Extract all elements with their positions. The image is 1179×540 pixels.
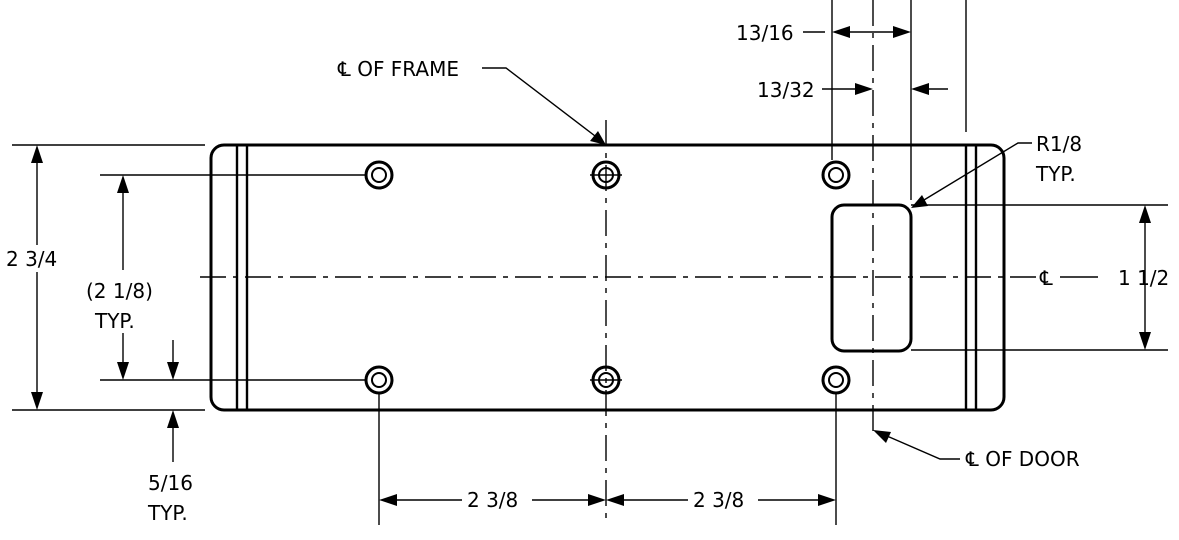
hole-spacing-left-label: 2 3/8	[467, 488, 518, 512]
hole-top-left	[364, 160, 394, 190]
hole-spacing-vertical-typ-label: TYP.	[94, 309, 135, 333]
overall-height-label: 2 3/4	[6, 247, 57, 271]
dim-13-32-label: 13/32	[757, 78, 815, 102]
hole-top-right	[821, 160, 851, 190]
dimension-lines	[31, 26, 1151, 506]
door-centerline-label: ℄ OF DOOR	[965, 447, 1080, 471]
hole-spacing-right-label: 2 3/8	[693, 488, 744, 512]
radius-label: R1/8	[1036, 132, 1082, 156]
leaders	[482, 67, 1032, 460]
frame-centerline-label: ℄ OF FRAME	[337, 57, 459, 81]
hole-bottom-left	[364, 365, 394, 395]
edge-offset-label: 5/16	[148, 471, 193, 495]
radius-typ-label: TYP.	[1035, 162, 1076, 186]
extension-lines	[12, 0, 1168, 525]
annotations: ℄ OF FRAME 13/16 13/32 R1/8 TYP. 2 3/4 (…	[6, 21, 1169, 525]
horizontal-centerline-symbol: ℄	[1039, 266, 1053, 290]
dim-13-16-label: 13/16	[736, 21, 794, 45]
centerlines	[200, 0, 1098, 525]
hole-spacing-vertical-label: (2 1/8)	[86, 279, 153, 303]
cutout-height-label: 1 1/2	[1118, 266, 1169, 290]
door-cutout	[830, 203, 913, 353]
hole-bottom-right	[821, 365, 851, 395]
edge-offset-typ-label: TYP.	[147, 501, 188, 525]
